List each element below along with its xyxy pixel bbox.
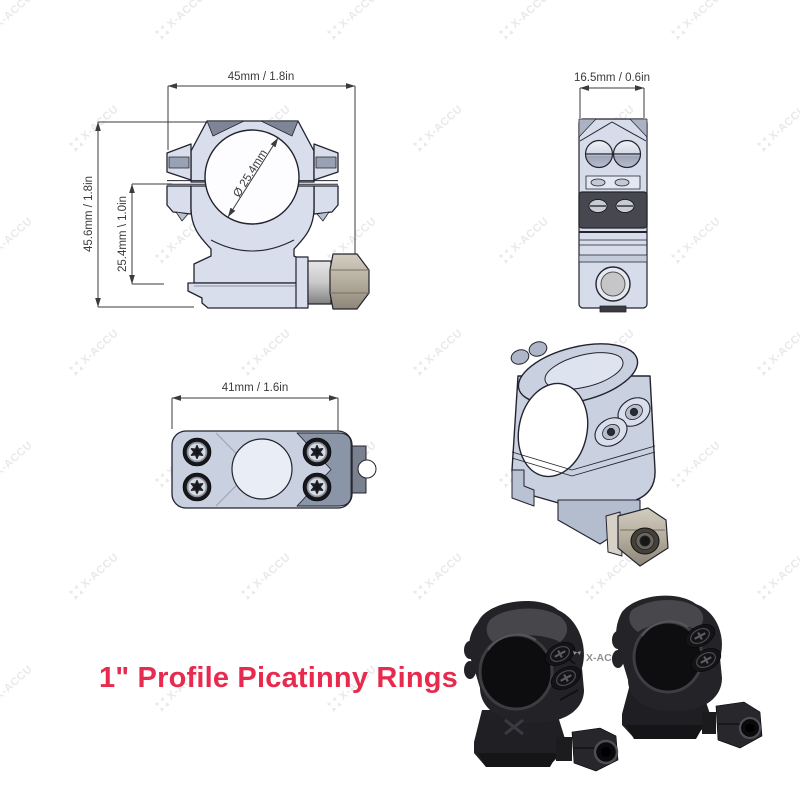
watermark-tile: X-ACCU <box>498 215 551 265</box>
front-saddle-dim-label: 25.4mm \ 1.0in <box>117 196 129 272</box>
xaccu-logo-icon <box>412 136 429 153</box>
xaccu-logo-icon <box>584 584 601 601</box>
xaccu-logo-icon <box>154 696 171 713</box>
top-width-dim-label: 41mm / 1.6in <box>222 382 288 394</box>
watermark-tile: X-ACCU <box>240 327 293 377</box>
side-body <box>578 118 648 313</box>
watermark-tile: X-ACCU <box>154 439 207 489</box>
watermark-tile: X-ACCU <box>412 103 465 153</box>
watermark-tile: X-ACCU <box>154 215 207 265</box>
front-hex-nut <box>295 253 370 310</box>
xaccu-logo-icon <box>670 472 687 489</box>
xaccu-logo-icon <box>154 472 171 489</box>
xaccu-logo-icon <box>326 696 343 713</box>
front-height-dim-label: 45.6mm / 1.8in <box>83 176 95 252</box>
watermark-tile: X-ACCU <box>670 0 723 41</box>
iso-hex-nut <box>605 507 669 567</box>
xaccu-logo-icon <box>756 136 773 153</box>
front-height-dimension <box>95 121 206 308</box>
xaccu-logo-icon <box>498 24 515 41</box>
watermark-tile: X-ACCU <box>584 551 637 601</box>
xaccu-logo-icon <box>68 584 85 601</box>
xaccu-logo-icon <box>240 584 257 601</box>
watermark-tile: X-ACCU <box>154 0 207 41</box>
side-view-drawing: 16.5mm / 0.6in <box>574 72 650 313</box>
watermark-tile: X-ACCU <box>498 439 551 489</box>
watermark-tile: X-ACCU <box>756 103 800 153</box>
xaccu-logo-icon <box>498 248 515 265</box>
watermark-tile: X-ACCU <box>154 663 207 713</box>
front-saddle-dimension <box>129 183 172 285</box>
watermark-tile: X-ACCU <box>68 103 121 153</box>
watermark-tile: X-ACCU <box>670 215 723 265</box>
top-view-drawing: 41mm / 1.6in <box>171 382 377 509</box>
xaccu-logo-icon <box>326 24 343 41</box>
front-view-drawing: 45mm / 1.8in 45.6mm / 1.8in 25.4mm \ 1.0… <box>83 71 370 310</box>
watermark-tile: X-ACCU <box>68 327 121 377</box>
xaccu-logo-icon <box>412 360 429 377</box>
xaccu-logo-icon <box>756 584 773 601</box>
side-width-dimension <box>579 85 645 118</box>
watermark-tile: X-ACCU <box>68 551 121 601</box>
xaccu-logo-icon <box>756 360 773 377</box>
front-width-dim-label: 45mm / 1.8in <box>228 71 294 83</box>
isometric-view-drawing <box>510 341 669 567</box>
watermark-tile: X-ACCU <box>326 663 379 713</box>
watermark-tile: X-ACCU <box>412 551 465 601</box>
page-title: 1" Profile Picatinny Rings <box>99 662 458 694</box>
watermark-tile: X-ACCU <box>240 551 293 601</box>
photo-ring-left <box>464 600 619 772</box>
xaccu-logo-icon <box>670 24 687 41</box>
xaccu-logo-icon <box>154 24 171 41</box>
watermark-tile: X-ACCU <box>670 439 723 489</box>
side-width-dim-label: 16.5mm / 0.6in <box>574 72 650 84</box>
photo-ring-right <box>612 595 763 749</box>
xaccu-logo-icon <box>498 472 515 489</box>
watermark-tile: X-ACCU <box>756 551 800 601</box>
xaccu-logo-icon <box>240 360 257 377</box>
product-photo: X-ACCU <box>464 595 763 772</box>
xaccu-logo-icon <box>154 248 171 265</box>
xaccu-logo-icon <box>412 584 429 601</box>
watermark-tile: X-ACCU <box>326 0 379 41</box>
xaccu-logo-icon <box>68 360 85 377</box>
top-body <box>171 430 377 509</box>
xaccu-logo-icon <box>670 248 687 265</box>
xaccu-logo-icon <box>68 136 85 153</box>
watermark-tile: X-ACCU <box>498 0 551 41</box>
photo-watermark-icon <box>573 651 581 655</box>
watermark-tile: X-ACCU <box>412 327 465 377</box>
watermark-tile: X-ACCU <box>756 327 800 377</box>
iso-screw-bosses <box>594 397 651 447</box>
